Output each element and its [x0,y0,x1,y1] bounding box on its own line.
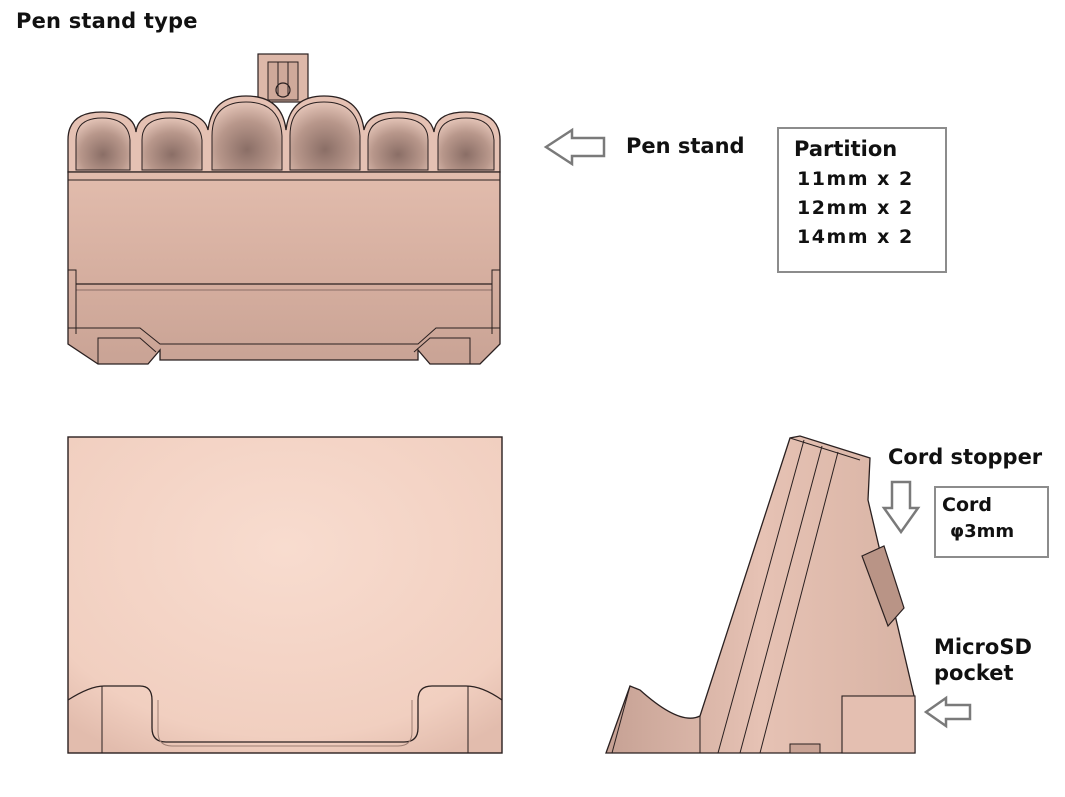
page-title: Pen stand type [16,9,198,33]
microsd-label-line1: MicroSD [934,635,1032,659]
partition-item: 12mm x 2 [797,197,914,219]
partition-heading: Partition [794,137,898,161]
cord-heading: Cord [942,494,992,516]
partition-item: 11mm x 2 [797,168,914,190]
microsd-label-line2: pocket [934,661,1014,685]
cord-box: Cord φ3mm [934,486,1049,558]
pen-stand-label: Pen stand [626,134,745,158]
cord-stopper-arrow-icon [881,480,921,535]
front-view-drawing [67,436,503,754]
pen-stand-arrow-icon [543,127,606,167]
partition-box: Partition 11mm x 2 12mm x 2 14mm x 2 [777,127,947,273]
cord-diameter: φ3mm [950,521,1015,542]
top-view-drawing [67,53,501,365]
cord-stopper-label: Cord stopper [888,445,1043,469]
microsd-pocket-label: MicroSD pocket [934,634,1032,686]
side-view-drawing [605,435,916,754]
partition-item: 14mm x 2 [797,226,914,248]
microsd-arrow-icon [923,695,972,729]
